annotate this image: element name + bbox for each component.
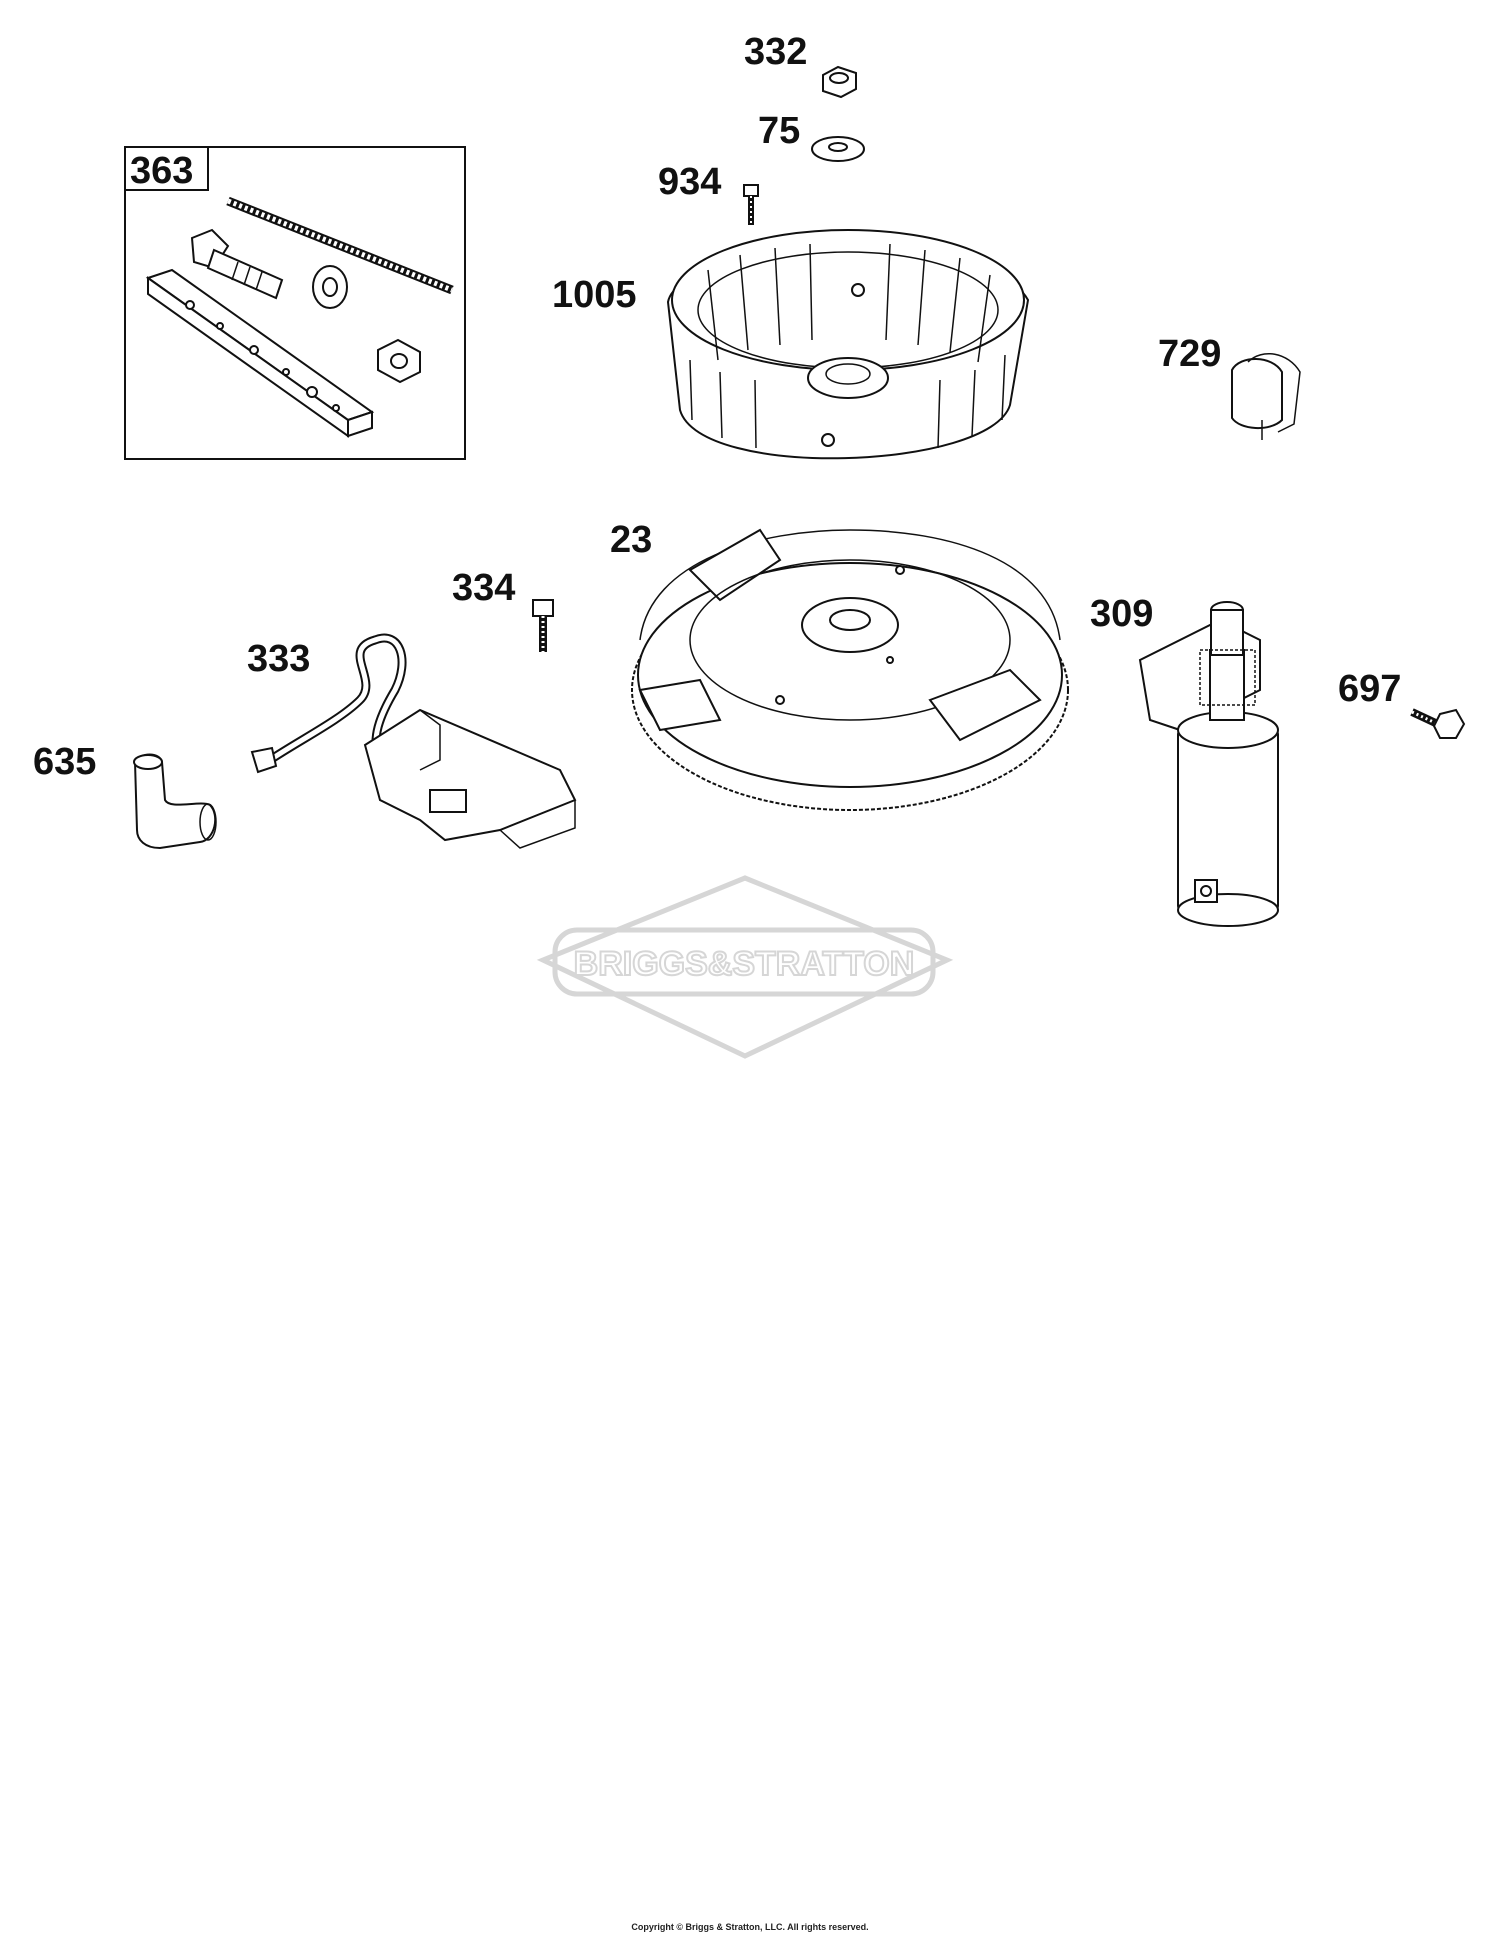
screw-934 [743, 184, 759, 225]
fan-1005 [666, 229, 1030, 460]
callout-1005: 1005 [552, 274, 637, 316]
screw-334 [532, 599, 554, 652]
washer-75 [811, 136, 865, 162]
clip-729 [1231, 353, 1301, 440]
briggs-stratton-watermark: BRIGGS&STRATTON [536, 875, 954, 1059]
callout-934: 934 [658, 161, 721, 203]
callout-697: 697 [1338, 668, 1401, 710]
spark-plug-boot-635 [133, 753, 217, 850]
washer [312, 265, 348, 309]
ignition-coil-333 [250, 633, 577, 849]
flywheel-23 [631, 528, 1069, 811]
hex-nut [377, 338, 421, 384]
callout-23: 23 [610, 519, 652, 561]
fan-blades [689, 243, 1006, 449]
nut-332 [822, 65, 857, 99]
callout-334: 334 [452, 567, 515, 609]
callout-332: 332 [744, 31, 807, 73]
callout-309: 309 [1090, 593, 1153, 635]
kit-363-box [124, 146, 466, 460]
callout-363: 363 [130, 150, 193, 192]
copyright-notice: Copyright © Briggs & Stratton, LLC. All … [631, 1922, 869, 1932]
screw-697 [1410, 708, 1466, 739]
callout-333: 333 [247, 638, 310, 680]
starter-motor-309 [1138, 601, 1279, 927]
threaded-rod [226, 196, 454, 295]
watermark-text: BRIGGS&STRATTON [574, 945, 915, 983]
callout-75: 75 [758, 110, 800, 152]
adjust-bolt [190, 228, 284, 300]
callout-729: 729 [1158, 333, 1221, 375]
callout-635: 635 [33, 741, 96, 783]
bracket-bar [145, 268, 375, 438]
